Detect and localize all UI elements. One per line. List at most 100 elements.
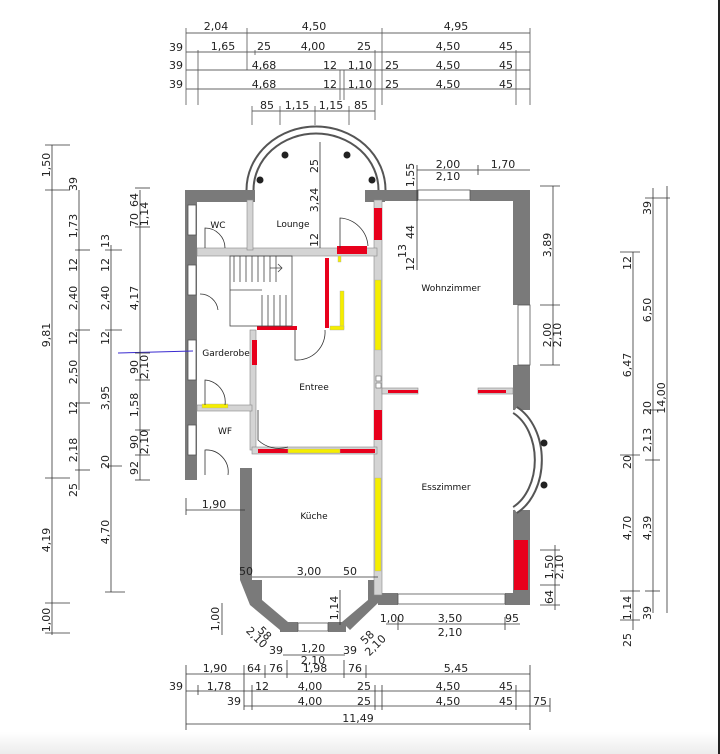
svg-text:90: 90: [128, 360, 141, 374]
wohnzimmer-top-dimensions: 1,55 2,00 2,10 1,70 44 13 12: [396, 158, 530, 271]
demolition-walls: [252, 208, 528, 590]
svg-text:14,00: 14,00: [655, 382, 668, 414]
svg-text:1,15: 1,15: [319, 99, 344, 112]
lounge-dimensions: 25 3,24 12: [308, 142, 321, 248]
svg-text:2,40: 2,40: [99, 286, 112, 311]
svg-text:95: 95: [505, 612, 519, 625]
svg-text:3,24: 3,24: [308, 188, 321, 213]
svg-text:4,68: 4,68: [252, 78, 277, 91]
svg-text:85: 85: [354, 99, 368, 112]
svg-text:4,50: 4,50: [436, 40, 461, 53]
bottom-edge: [0, 732, 720, 754]
room-label-esszimmer: Esszimmer: [421, 483, 470, 493]
svg-text:4,00: 4,00: [298, 680, 323, 693]
svg-text:39: 39: [641, 201, 654, 215]
svg-text:25: 25: [357, 40, 371, 53]
wf-width-dimension: 1,90: [185, 498, 245, 515]
room-label-wf: WF: [218, 427, 232, 437]
svg-text:12: 12: [67, 258, 80, 272]
room-label-kueche: Küche: [300, 512, 328, 522]
svg-text:76: 76: [269, 662, 283, 675]
svg-text:39: 39: [641, 606, 654, 620]
svg-text:76: 76: [348, 662, 362, 675]
svg-text:4,50: 4,50: [302, 20, 327, 33]
svg-text:3,00: 3,00: [297, 565, 322, 578]
svg-text:2,10: 2,10: [138, 355, 151, 380]
svg-text:9,81: 9,81: [40, 323, 53, 348]
svg-text:45: 45: [499, 78, 513, 91]
new-walls: [201, 255, 382, 572]
svg-text:12: 12: [404, 257, 417, 271]
svg-text:85: 85: [260, 99, 274, 112]
right-dimension-labels: 3,89 2,00 2,10 12 6,47 20 4,70 1,14 25 3…: [541, 201, 668, 647]
outer-walls: [185, 190, 530, 632]
svg-text:4,70: 4,70: [99, 520, 112, 545]
svg-text:4,50: 4,50: [436, 78, 461, 91]
svg-text:39: 39: [169, 59, 183, 72]
svg-text:39: 39: [269, 644, 283, 657]
svg-text:20: 20: [621, 455, 634, 469]
svg-text:2,10: 2,10: [436, 170, 461, 183]
svg-text:2,10: 2,10: [138, 430, 151, 455]
svg-text:4,17: 4,17: [128, 286, 141, 311]
svg-text:6,50: 6,50: [641, 298, 654, 323]
svg-text:12: 12: [621, 256, 634, 270]
right-frame-border: [718, 0, 720, 754]
svg-text:50: 50: [343, 565, 357, 578]
svg-text:92: 92: [128, 461, 141, 475]
svg-text:2,10: 2,10: [553, 555, 566, 580]
svg-text:25: 25: [67, 483, 80, 497]
svg-text:1,15: 1,15: [285, 99, 310, 112]
svg-text:13: 13: [396, 244, 409, 258]
svg-text:64: 64: [128, 193, 141, 207]
bottom-dimension-labels: 1,90 64 76 1,98 76 5,45 39 1,78 12 4,00 …: [169, 662, 547, 725]
svg-text:1,90: 1,90: [202, 498, 227, 511]
room-labels: WC Lounge Wohnzimmer Garderobe Entree WF…: [202, 220, 481, 522]
svg-text:12: 12: [99, 331, 112, 345]
svg-text:45: 45: [499, 40, 513, 53]
svg-text:50: 50: [239, 565, 253, 578]
room-label-wc: WC: [210, 221, 225, 231]
svg-text:25: 25: [357, 680, 371, 693]
svg-text:45: 45: [499, 59, 513, 72]
svg-text:4,19: 4,19: [40, 528, 53, 553]
svg-text:4,68: 4,68: [252, 59, 277, 72]
room-label-entree: Entree: [299, 383, 329, 393]
svg-text:2,10: 2,10: [438, 626, 463, 639]
svg-text:1,58: 1,58: [128, 393, 141, 418]
svg-text:12: 12: [67, 331, 80, 345]
doors: [199, 217, 369, 476]
svg-text:25: 25: [257, 40, 271, 53]
svg-text:2,13: 2,13: [641, 428, 654, 453]
svg-text:25: 25: [357, 695, 371, 708]
svg-text:39: 39: [67, 177, 80, 191]
svg-text:4,39: 4,39: [641, 516, 654, 541]
svg-text:6,47: 6,47: [621, 353, 634, 378]
svg-text:4,70: 4,70: [621, 516, 634, 541]
svg-text:45: 45: [499, 695, 513, 708]
svg-text:39: 39: [227, 695, 241, 708]
svg-text:70: 70: [128, 213, 141, 227]
svg-text:2,10: 2,10: [301, 654, 326, 667]
svg-text:12: 12: [99, 258, 112, 272]
svg-text:2,00: 2,00: [541, 323, 554, 348]
svg-text:2,00: 2,00: [436, 158, 461, 171]
svg-text:1,70: 1,70: [491, 158, 516, 171]
lounge-bay-window: [245, 125, 387, 191]
room-label-garderobe: Garderobe: [202, 349, 250, 359]
svg-text:1,00: 1,00: [209, 607, 222, 632]
outlets: [375, 375, 382, 389]
svg-text:1,55: 1,55: [404, 163, 417, 188]
left-windows: [187, 189, 531, 632]
svg-text:20: 20: [99, 455, 112, 469]
esszimmer-bay-window: [512, 406, 548, 514]
svg-text:4,95: 4,95: [444, 20, 469, 33]
svg-text:39: 39: [169, 78, 183, 91]
svg-text:1,98: 1,98: [303, 662, 328, 675]
svg-text:1,14: 1,14: [328, 596, 341, 621]
svg-text:1,50: 1,50: [40, 153, 53, 178]
svg-text:39: 39: [343, 644, 357, 657]
svg-text:64: 64: [543, 590, 556, 604]
svg-text:3,89: 3,89: [541, 233, 554, 258]
